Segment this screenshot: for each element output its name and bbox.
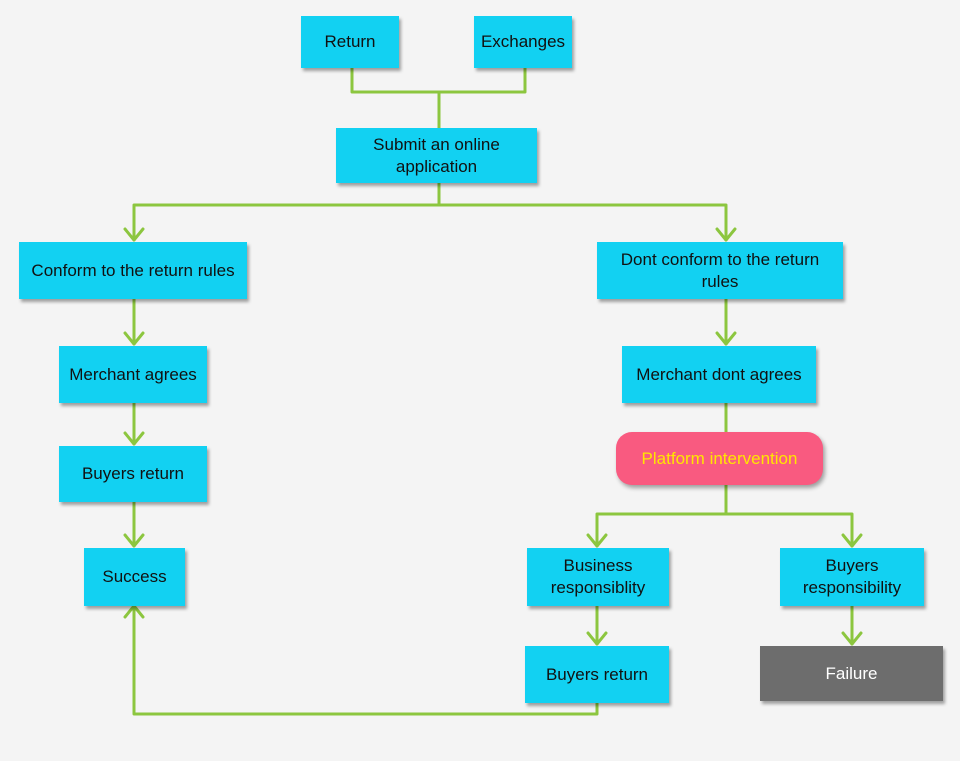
arrowhead-failure	[841, 631, 863, 646]
node-submit-application: Submit an online application	[336, 128, 537, 183]
edge-platform-buyers-resp	[724, 512, 854, 548]
arrowhead-success-loop	[123, 604, 145, 619]
node-label-buyers-return-right: Buyers return	[545, 664, 649, 684]
node-buyers-return-left: Buyers return	[59, 446, 207, 502]
node-success: Success	[84, 548, 185, 606]
node-exchanges: Exchanges	[474, 16, 572, 68]
arrowhead-conform	[123, 227, 145, 242]
node-failure: Failure	[760, 646, 943, 701]
node-label-return: Return	[324, 32, 376, 51]
node-merchant-dont-agrees: Merchant dont agrees	[622, 346, 816, 403]
arrowhead-merchant-dont	[715, 331, 737, 346]
node-buyers-responsibility: Buyers responsibility	[780, 548, 924, 606]
node-label-buyers-return-left: Buyers return	[81, 464, 185, 483]
node-label-exchanges: Exchanges	[480, 32, 566, 51]
edge-submit-dont-conform	[437, 203, 728, 242]
arrowhead-buyers-return-left	[123, 431, 145, 446]
node-platform-intervention: Platform intervention	[616, 432, 823, 485]
edge-exchanges-submit	[437, 66, 527, 94]
node-return: Return	[301, 16, 399, 68]
node-business-responsibility: Business responsiblity	[527, 548, 669, 606]
node-conform-rules: Conform to the return rules	[19, 242, 247, 299]
arrowhead-dont-conform	[715, 227, 737, 242]
arrowhead-merchant-agrees	[123, 331, 145, 346]
edge-buyers-return-right-success	[132, 604, 599, 716]
node-label-platform: Platform intervention	[641, 448, 798, 468]
node-label-merchant-dont: Merchant dont agrees	[636, 364, 802, 384]
node-label-success: Success	[102, 567, 167, 586]
node-buyers-return-right: Buyers return	[525, 646, 669, 703]
node-label-conform: Conform to the return rules	[31, 260, 235, 280]
node-label-submit: Submit an online application	[373, 134, 500, 176]
arrowhead-success	[123, 533, 145, 548]
node-label-failure: Failure	[825, 663, 878, 683]
node-label-merchant-agrees: Merchant agrees	[69, 364, 197, 384]
arrowhead-buyers-resp	[841, 533, 863, 548]
node-merchant-agrees: Merchant agrees	[59, 346, 207, 403]
edge-return-submit	[350, 66, 441, 94]
edge-platform-business	[595, 512, 728, 548]
arrowhead-buyers-return-right	[586, 631, 608, 646]
arrowhead-business	[586, 533, 608, 548]
edge-submit-conform	[132, 203, 441, 242]
node-label-buyers-resp: Buyers responsibility	[802, 556, 902, 597]
node-label-business-resp: Business responsiblity	[550, 556, 646, 597]
node-label-dont-conform: Dont conform to the return rules	[620, 249, 820, 291]
node-dont-conform-rules: Dont conform to the return rules	[597, 242, 843, 299]
